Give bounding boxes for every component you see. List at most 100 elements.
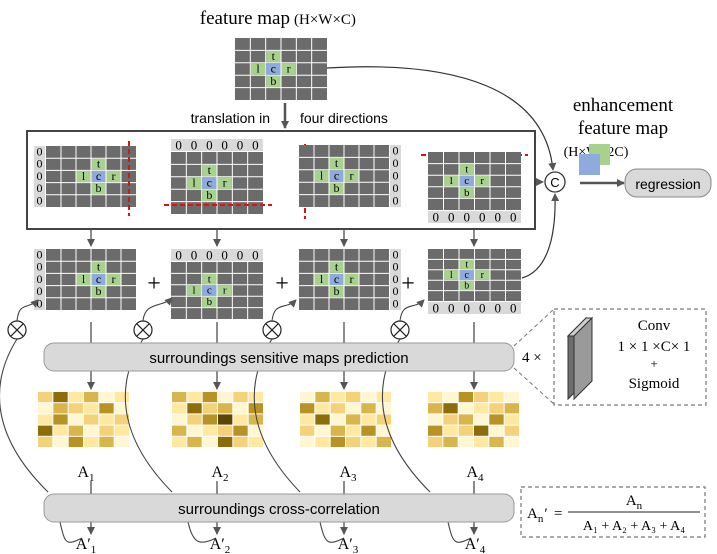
r1-map3-zeros-zero: 0: [393, 193, 399, 207]
r1-map2-top-cell-letter: t: [208, 163, 212, 177]
r1-map1-zeros-zero: 0: [37, 181, 43, 195]
heatmap-3-cell: [315, 403, 330, 414]
output-label-2: A′2: [210, 536, 231, 554]
r2-map2-left-cell-letter: l: [192, 285, 195, 297]
r1-map2-center-cell: [202, 177, 217, 189]
heatmap-2-cell: [248, 436, 263, 447]
heatmap-2-cell: [218, 425, 233, 436]
r2-map4-center-cell: [459, 270, 474, 280]
formula-numerator: An: [626, 493, 643, 512]
r2-map2-top-cell: [202, 273, 217, 285]
ssm-label: surroundings sensitive maps prediction: [149, 350, 408, 367]
r1-map2-zeros-zero: 0: [221, 138, 228, 153]
r1-map4-zeros-zero: 0: [433, 210, 440, 225]
r1-map3-zeros-bg: [390, 145, 401, 207]
r1-map4-zeros-zero: 0: [510, 210, 517, 225]
heatmap-2-cell: [218, 403, 233, 414]
conv-line3: Sigmoid: [629, 376, 680, 392]
heatmap-1-cell: [114, 436, 129, 447]
r2-map1-zeros-zero: 0: [37, 296, 43, 310]
heatmap-3-cell: [300, 414, 315, 425]
r2-map3-zeros-zero: 0: [393, 284, 399, 298]
enhancement-line2: feature map: [578, 118, 668, 139]
heatmap-2-cell: [202, 392, 217, 403]
r2-map1-zeros-zero: 0: [37, 272, 43, 286]
feature-map-dims: (H×W×C): [294, 12, 356, 28]
r1-map1-left-cell: [76, 170, 91, 183]
r2-map2-bottom-cell: [202, 296, 217, 308]
top-feature-map-bottom-cell-letter: b: [270, 74, 276, 88]
r1-map3-right-cell: [344, 170, 359, 182]
heatmap-3-cell: [361, 425, 376, 436]
heatmap-3-cell: [330, 403, 345, 414]
heatmap-1-cell: [99, 436, 114, 447]
heatmap-2-cell: [187, 414, 202, 425]
heatmap-2-cell: [218, 436, 233, 447]
r1-map2-zeros-zero: 0: [191, 138, 198, 153]
heatmap-2-cell: [202, 403, 217, 414]
heatmap-3-cell: [376, 436, 391, 447]
heatmap-4-cell: [428, 436, 443, 447]
heatmap-2-cell: [202, 425, 217, 436]
otimes-to-map-curve-2: [142, 297, 173, 322]
ssm-pill: [43, 342, 515, 372]
heatmap-3-cell: [300, 392, 315, 403]
heatmap-2-cell: [218, 414, 233, 425]
r2-map3-right-cell: [344, 273, 359, 286]
attention-label-2: A2: [211, 464, 228, 484]
r2-map2-zeros-bg: [171, 249, 263, 261]
heatmap-4-cell: [428, 414, 443, 425]
r2-map4-right-cell-letter: r: [481, 270, 485, 281]
r1-map1-center-cell: [91, 170, 106, 183]
regression-label: regression: [635, 176, 700, 192]
r1-map3-center-cell: [329, 170, 344, 182]
heatmap-4-cell: [504, 425, 519, 436]
heatmap-3-cell: [346, 392, 361, 403]
heatmap-2-cell: [187, 392, 202, 403]
r2-map4-zeros-zero: 0: [495, 301, 502, 316]
top-feature-map-center-cell: [266, 63, 281, 75]
plus-sign: +: [401, 271, 415, 297]
heatmap-1-cell: [53, 414, 68, 425]
r2-map1-right-cell: [106, 273, 121, 286]
heatmap-4-cell: [489, 403, 504, 414]
otimes-icon-stroke: [393, 323, 407, 337]
r1-map1-zeros-zero: 0: [37, 169, 43, 183]
r2-map2-zeros-zero: 0: [206, 248, 213, 263]
heatmap-4-cell: [489, 436, 504, 447]
heatmap-4-cell: [443, 403, 458, 414]
heatmap-3-cell: [346, 425, 361, 436]
heatmap-4-cell: [504, 403, 519, 414]
r2-map4-zeros-zero: 0: [510, 301, 517, 316]
heatmap-2-cell: [172, 436, 187, 447]
r1-map2-zeros-bg: [171, 139, 263, 151]
formula-equals: =: [554, 506, 562, 522]
otimes-to-map-curve-3: [271, 299, 297, 322]
heatmap-1-cell: [53, 425, 68, 436]
feature-map-title: feature map: [200, 8, 290, 29]
r1-map3-top-cell: [329, 157, 344, 170]
r1-map1-bottom-cell: [91, 183, 106, 195]
r1-map4-bottom-cell: [459, 187, 474, 198]
r1-map1-zeros-bg: [34, 146, 45, 207]
heatmap-3-cell: [346, 403, 361, 414]
heatmap-3-cell: [300, 436, 315, 447]
r2-map3-zeros-zero: 0: [393, 272, 399, 286]
translation-frame: [26, 130, 536, 230]
heatmap-4-cell: [458, 403, 473, 414]
r2-map1-left-cell-letter: l: [82, 272, 86, 286]
r1-map2-zeros-zero: 0: [175, 138, 182, 153]
r2-map3-zeros-zero: 0: [393, 260, 399, 274]
heatmap-3-cell: [315, 425, 330, 436]
r2-map3-left-cell: [314, 273, 329, 286]
top-feature-map-top-cell: [266, 50, 281, 63]
heatmap-2-cell: [187, 425, 202, 436]
r2-map3-right-cell-letter: r: [350, 272, 354, 286]
r2-map4-zeros-bg: [428, 302, 521, 314]
top-map-to-concat-curve: [326, 66, 557, 171]
r2-map4-zeros-zero: 0: [448, 301, 455, 316]
r2-map3-center-cell-letter: c: [334, 272, 339, 286]
heatmap-1-cell: [84, 403, 99, 414]
heatmap-4-cell: [489, 392, 504, 403]
